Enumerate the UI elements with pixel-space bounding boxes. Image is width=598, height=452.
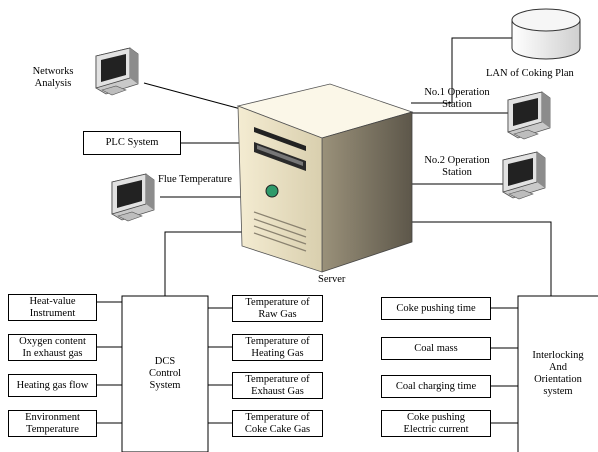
server-label: Server: [318, 274, 346, 285]
lan-label: LAN of Coking Plan: [486, 68, 574, 79]
interlock-box: [517, 295, 598, 452]
flue-temperature-label: Flue Temperature: [158, 174, 233, 185]
coal-charging-time-box: Coal charging time: [381, 375, 491, 398]
connection-lines: [97, 37, 552, 424]
coke-pushing-time-box: Coke pushing time: [381, 297, 491, 320]
flue-computer-icon: [111, 173, 155, 222]
dcs-box: [121, 295, 209, 452]
station1-computer-icon: [507, 91, 551, 140]
server-icon: [236, 83, 414, 273]
heating-gas-flow-box: Heating gas flow: [8, 374, 97, 397]
networks-computer-icon: [95, 47, 139, 96]
coal-mass-box: Coal mass: [381, 337, 491, 360]
plc-system-box: PLC System: [83, 131, 181, 155]
station2-computer-icon: [502, 151, 546, 200]
database-icon: [511, 8, 581, 60]
